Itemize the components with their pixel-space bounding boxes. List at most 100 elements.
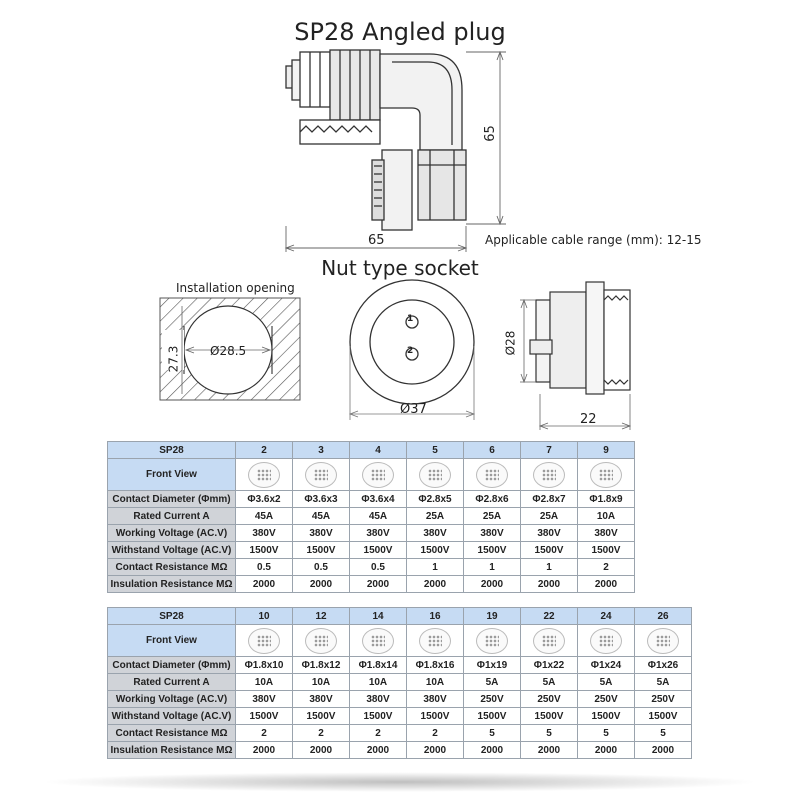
table-cell: 250V: [520, 690, 578, 708]
table-cell: 1500V: [520, 707, 578, 725]
table-cell: 2: [235, 724, 293, 742]
table-cell: 5A: [520, 673, 578, 691]
table-cell: Φ2.8x5: [406, 490, 464, 508]
front-view-cell: [406, 458, 464, 491]
table-cell: 2000: [235, 741, 293, 759]
table-cell: 250V: [463, 690, 521, 708]
connector-face-icon: [533, 461, 565, 488]
table-cell: Φ1.8x16: [406, 656, 464, 674]
table-cell: 380V: [577, 524, 635, 542]
table-cell: 5A: [577, 673, 635, 691]
table-cell: 1500V: [520, 541, 578, 559]
table-cell: 2000: [349, 575, 407, 593]
connector-face-icon: [362, 461, 394, 488]
pin-count-header: 5: [406, 441, 464, 459]
table-cell: Φ1x22: [520, 656, 578, 674]
table-cell: 380V: [349, 524, 407, 542]
table-cell: 1500V: [235, 541, 293, 559]
table-cell: 380V: [292, 524, 350, 542]
table-cell: 5: [520, 724, 578, 742]
socket-face-drawing: [348, 279, 476, 420]
table-cell: 5: [577, 724, 635, 742]
table-cell: Φ1.8x14: [349, 656, 407, 674]
table-cell: 2000: [292, 741, 350, 759]
pin-count-header: 14: [349, 607, 407, 625]
table-cell: Φ1.8x9: [577, 490, 635, 508]
table-cell: 1500V: [292, 541, 350, 559]
front-view-cell: [463, 458, 521, 491]
face-diameter-dim: Ø37: [400, 402, 427, 417]
socket-side-drawing: [520, 281, 632, 430]
pin-count-header: 19: [463, 607, 521, 625]
table-cell: 380V: [406, 524, 464, 542]
plug-height-dim: 65: [482, 125, 498, 142]
front-view-cell: [406, 624, 464, 657]
plug-width-dim: 65: [368, 233, 385, 248]
pin-1-label: 1: [407, 314, 414, 324]
socket-title: Nut type socket: [321, 256, 479, 280]
front-view-label: Front View: [107, 458, 236, 491]
front-view-cell: [235, 624, 293, 657]
table-cell: 1500V: [349, 541, 407, 559]
cable-range-text: Applicable cable range (mm): 12-15: [485, 233, 702, 247]
table-cell: 10A: [406, 673, 464, 691]
table-cell: 2000: [406, 575, 464, 593]
pin-count-header: 4: [349, 441, 407, 459]
connector-face-icon: [476, 461, 508, 488]
connector-face-icon: [305, 627, 337, 654]
front-view-label: Front View: [107, 624, 236, 657]
row-label: Insulation Resistance MΩ: [107, 575, 236, 593]
table-cell: Φ1x19: [463, 656, 521, 674]
front-view-cell: [349, 458, 407, 491]
table-cell: 25A: [520, 507, 578, 525]
pin-count-header: 24: [577, 607, 635, 625]
table-cell: 380V: [235, 690, 293, 708]
connector-face-icon: [248, 461, 280, 488]
side-length-dim: 22: [580, 412, 597, 427]
table-cell: 5A: [634, 673, 692, 691]
table-cell: 2000: [349, 741, 407, 759]
table-cell: 250V: [634, 690, 692, 708]
table-cell: 25A: [406, 507, 464, 525]
front-view-cell: [292, 458, 350, 491]
front-view-cell: [349, 624, 407, 657]
table-cell: 380V: [520, 524, 578, 542]
table-cell: 1500V: [577, 707, 635, 725]
pin-count-header: 16: [406, 607, 464, 625]
table-cell: 2000: [235, 575, 293, 593]
table-cell: 45A: [292, 507, 350, 525]
table-cell: 1500V: [463, 707, 521, 725]
connector-face-icon: [362, 627, 394, 654]
front-view-cell: [235, 458, 293, 491]
table-cell: 2000: [292, 575, 350, 593]
table-cell: 2: [577, 558, 635, 576]
table-cell: 1500V: [292, 707, 350, 725]
table-cell: Φ2.8x6: [463, 490, 521, 508]
connector-face-icon: [647, 627, 679, 654]
table-cell: 10A: [292, 673, 350, 691]
table-cell: Φ1.8x10: [235, 656, 293, 674]
pin-count-header: 26: [634, 607, 692, 625]
row-label: Rated Current A: [107, 507, 236, 525]
connector-face-icon: [419, 627, 451, 654]
connector-face-icon: [590, 461, 622, 488]
table-corner-label: SP28: [107, 607, 236, 625]
table-cell: 2000: [520, 741, 578, 759]
table-cell: 1500V: [463, 541, 521, 559]
table-cell: 250V: [577, 690, 635, 708]
table-cell: 1500V: [235, 707, 293, 725]
table-cell: 380V: [235, 524, 293, 542]
table-corner-label: SP28: [107, 441, 236, 459]
table-cell: 10A: [349, 673, 407, 691]
row-label: Working Voltage (AC.V): [107, 524, 236, 542]
table-cell: 1: [406, 558, 464, 576]
table-cell: 380V: [463, 524, 521, 542]
front-view-cell: [463, 624, 521, 657]
table-cell: 5A: [463, 673, 521, 691]
table-cell: 2000: [463, 575, 521, 593]
table-cell: Φ3.6x2: [235, 490, 293, 508]
row-label: Withstand Voltage (AC.V): [107, 707, 236, 725]
table-cell: 10A: [577, 507, 635, 525]
connector-face-icon: [419, 461, 451, 488]
